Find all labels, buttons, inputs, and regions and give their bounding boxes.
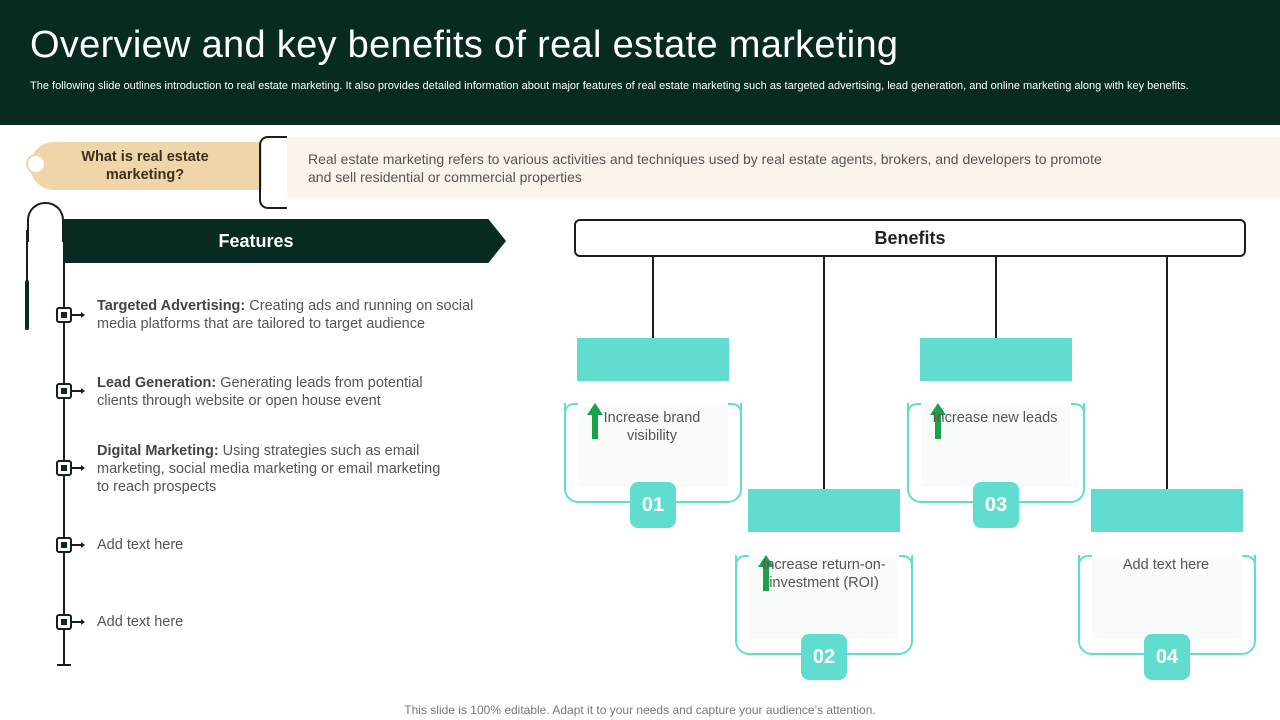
feature-title: Digital Marketing: (97, 443, 219, 459)
feature-item: Add text here (97, 613, 487, 631)
feature-item: Lead Generation: Generating leads from p… (97, 374, 437, 410)
benefit-bar (1091, 489, 1243, 532)
footer-note: This slide is 100% editable. Adapt it to… (404, 703, 876, 717)
timeline-hook (27, 202, 64, 242)
benefit-card (1092, 559, 1242, 639)
benefit-bar (577, 338, 729, 381)
slide-subtitle: The following slide outlines introductio… (30, 80, 1189, 92)
benefit-card (578, 407, 728, 487)
node-arrow-icon (72, 465, 85, 471)
tag-hole-icon (26, 154, 46, 174)
up-arrow-icon (758, 555, 774, 591)
up-arrow-icon (930, 403, 946, 439)
timeline-end-cap (57, 664, 71, 666)
benefit-number-badge: 01 (630, 482, 676, 528)
definition-bracket (259, 136, 287, 209)
slide-title: Overview and key benefits of real estate… (30, 24, 899, 66)
benefit-card (749, 559, 899, 639)
timeline-node-icon (56, 537, 72, 553)
feature-text: Using strategies such as email marketing… (97, 443, 441, 495)
benefit-number-badge: 03 (973, 482, 1019, 528)
node-arrow-icon (72, 619, 85, 625)
feature-item: Targeted Advertising: Creating ads and r… (97, 297, 477, 333)
connector-line (1166, 257, 1168, 489)
benefit-bar (748, 489, 900, 532)
feature-text: Add text here (97, 614, 184, 630)
question-tag (30, 142, 262, 190)
definition-text: Real estate marketing refers to various … (308, 151, 1102, 185)
benefit-card (921, 407, 1071, 487)
up-arrow-icon (587, 403, 603, 439)
node-arrow-icon (72, 388, 85, 394)
benefit-bar (920, 338, 1072, 381)
features-heading: Features (218, 231, 294, 251)
feature-text: Creating ads and running on social media… (97, 298, 474, 332)
benefit-text: Increase new leads (932, 410, 1058, 426)
node-arrow-icon (72, 542, 85, 548)
connector-line (823, 257, 825, 489)
benefits-heading: Benefits (874, 228, 946, 248)
timeline-line (63, 240, 65, 666)
feature-text: Generating leads from potential clients … (97, 375, 423, 409)
benefit-text: Increase return-on-investment (ROI) (762, 557, 886, 591)
feature-title: Lead Generation: (97, 375, 217, 391)
definition-box (287, 137, 1280, 198)
timeline-node-icon (56, 460, 72, 476)
benefit-number-badge: 04 (1144, 634, 1190, 680)
benefit-text: Add text here (1122, 557, 1210, 573)
connector-line (995, 257, 997, 338)
node-arrow-icon (72, 312, 85, 318)
feature-title: Targeted Advertising: (97, 298, 246, 314)
benefit-number-badge: 02 (801, 634, 847, 680)
timeline-node-icon (56, 614, 72, 630)
timeline-hook-tip (25, 280, 29, 330)
timeline-node-icon (56, 307, 72, 323)
feature-item: Add text here (97, 536, 487, 554)
question-label: What is real estate marketing? (81, 149, 209, 183)
timeline-node-icon (56, 383, 72, 399)
slide-header (0, 0, 1280, 125)
benefit-text: Increase brand visibility (603, 410, 701, 444)
feature-text: Add text here (97, 537, 184, 553)
feature-item: Digital Marketing: Using strategies such… (97, 442, 452, 496)
benefits-header-box (574, 219, 1246, 257)
features-banner (64, 219, 506, 263)
connector-line (652, 257, 654, 338)
